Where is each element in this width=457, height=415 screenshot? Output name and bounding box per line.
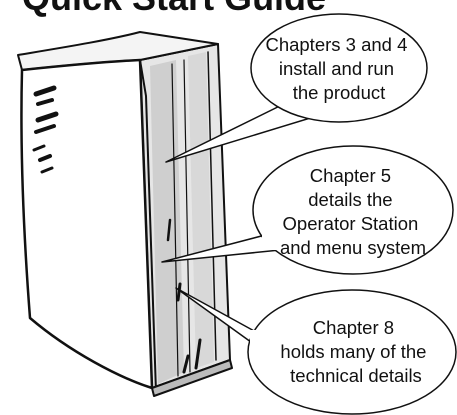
bottom-stroke [166, 218, 172, 242]
cover-mark [33, 85, 57, 97]
bottom-stroke [176, 282, 182, 302]
book-spine-shade [150, 60, 184, 384]
callout-chapter-8: Chapter 8 holds many of the technical de… [175, 287, 457, 415]
callout-chapters-3-4: Chapters 3 and 4 install and run the pro… [165, 13, 428, 163]
book-bottom [151, 359, 233, 397]
callout-pointer [175, 287, 263, 351]
page-line [171, 63, 179, 377]
cover-mark [35, 111, 59, 123]
cover-edge [139, 59, 157, 393]
book-illustration [17, 31, 233, 397]
callout-line: technical details [290, 365, 422, 386]
bottom-stroke [182, 354, 190, 374]
cover-mark [36, 98, 54, 106]
callout-bubble [252, 145, 454, 275]
callout-line: and menu system [280, 237, 426, 258]
callout-bubble [250, 13, 428, 123]
cover-mark [32, 144, 46, 152]
cover-mark [40, 166, 54, 174]
callout-line: Chapters 3 and 4 [265, 34, 407, 55]
callout-line: holds many of the [280, 341, 426, 362]
cover-mark [38, 154, 52, 162]
callout-text: Chapter 5 details the Operator Station a… [280, 165, 426, 258]
callout-text: Chapters 3 and 4 install and run the pro… [265, 34, 412, 103]
callout-line: Operator Station [283, 213, 419, 234]
callout-line: install and run [279, 58, 394, 79]
callout-line: Chapter 8 [313, 317, 394, 338]
callout-bubble [247, 289, 457, 415]
callout-line: details the [308, 189, 392, 210]
page-line [183, 59, 191, 373]
callout-text: Chapter 8 holds many of the technical de… [280, 317, 431, 386]
callout-chapter-5: Chapter 5 details the Operator Station a… [161, 145, 454, 275]
callout-line: Chapter 5 [310, 165, 391, 186]
book-cover [20, 58, 154, 390]
page-title: Quick Start Guide [22, 0, 326, 18]
callout-line: the product [293, 82, 386, 103]
bottom-stroke [194, 338, 202, 370]
cover-mark [34, 124, 56, 134]
book-spine-shade-2 [188, 52, 214, 368]
